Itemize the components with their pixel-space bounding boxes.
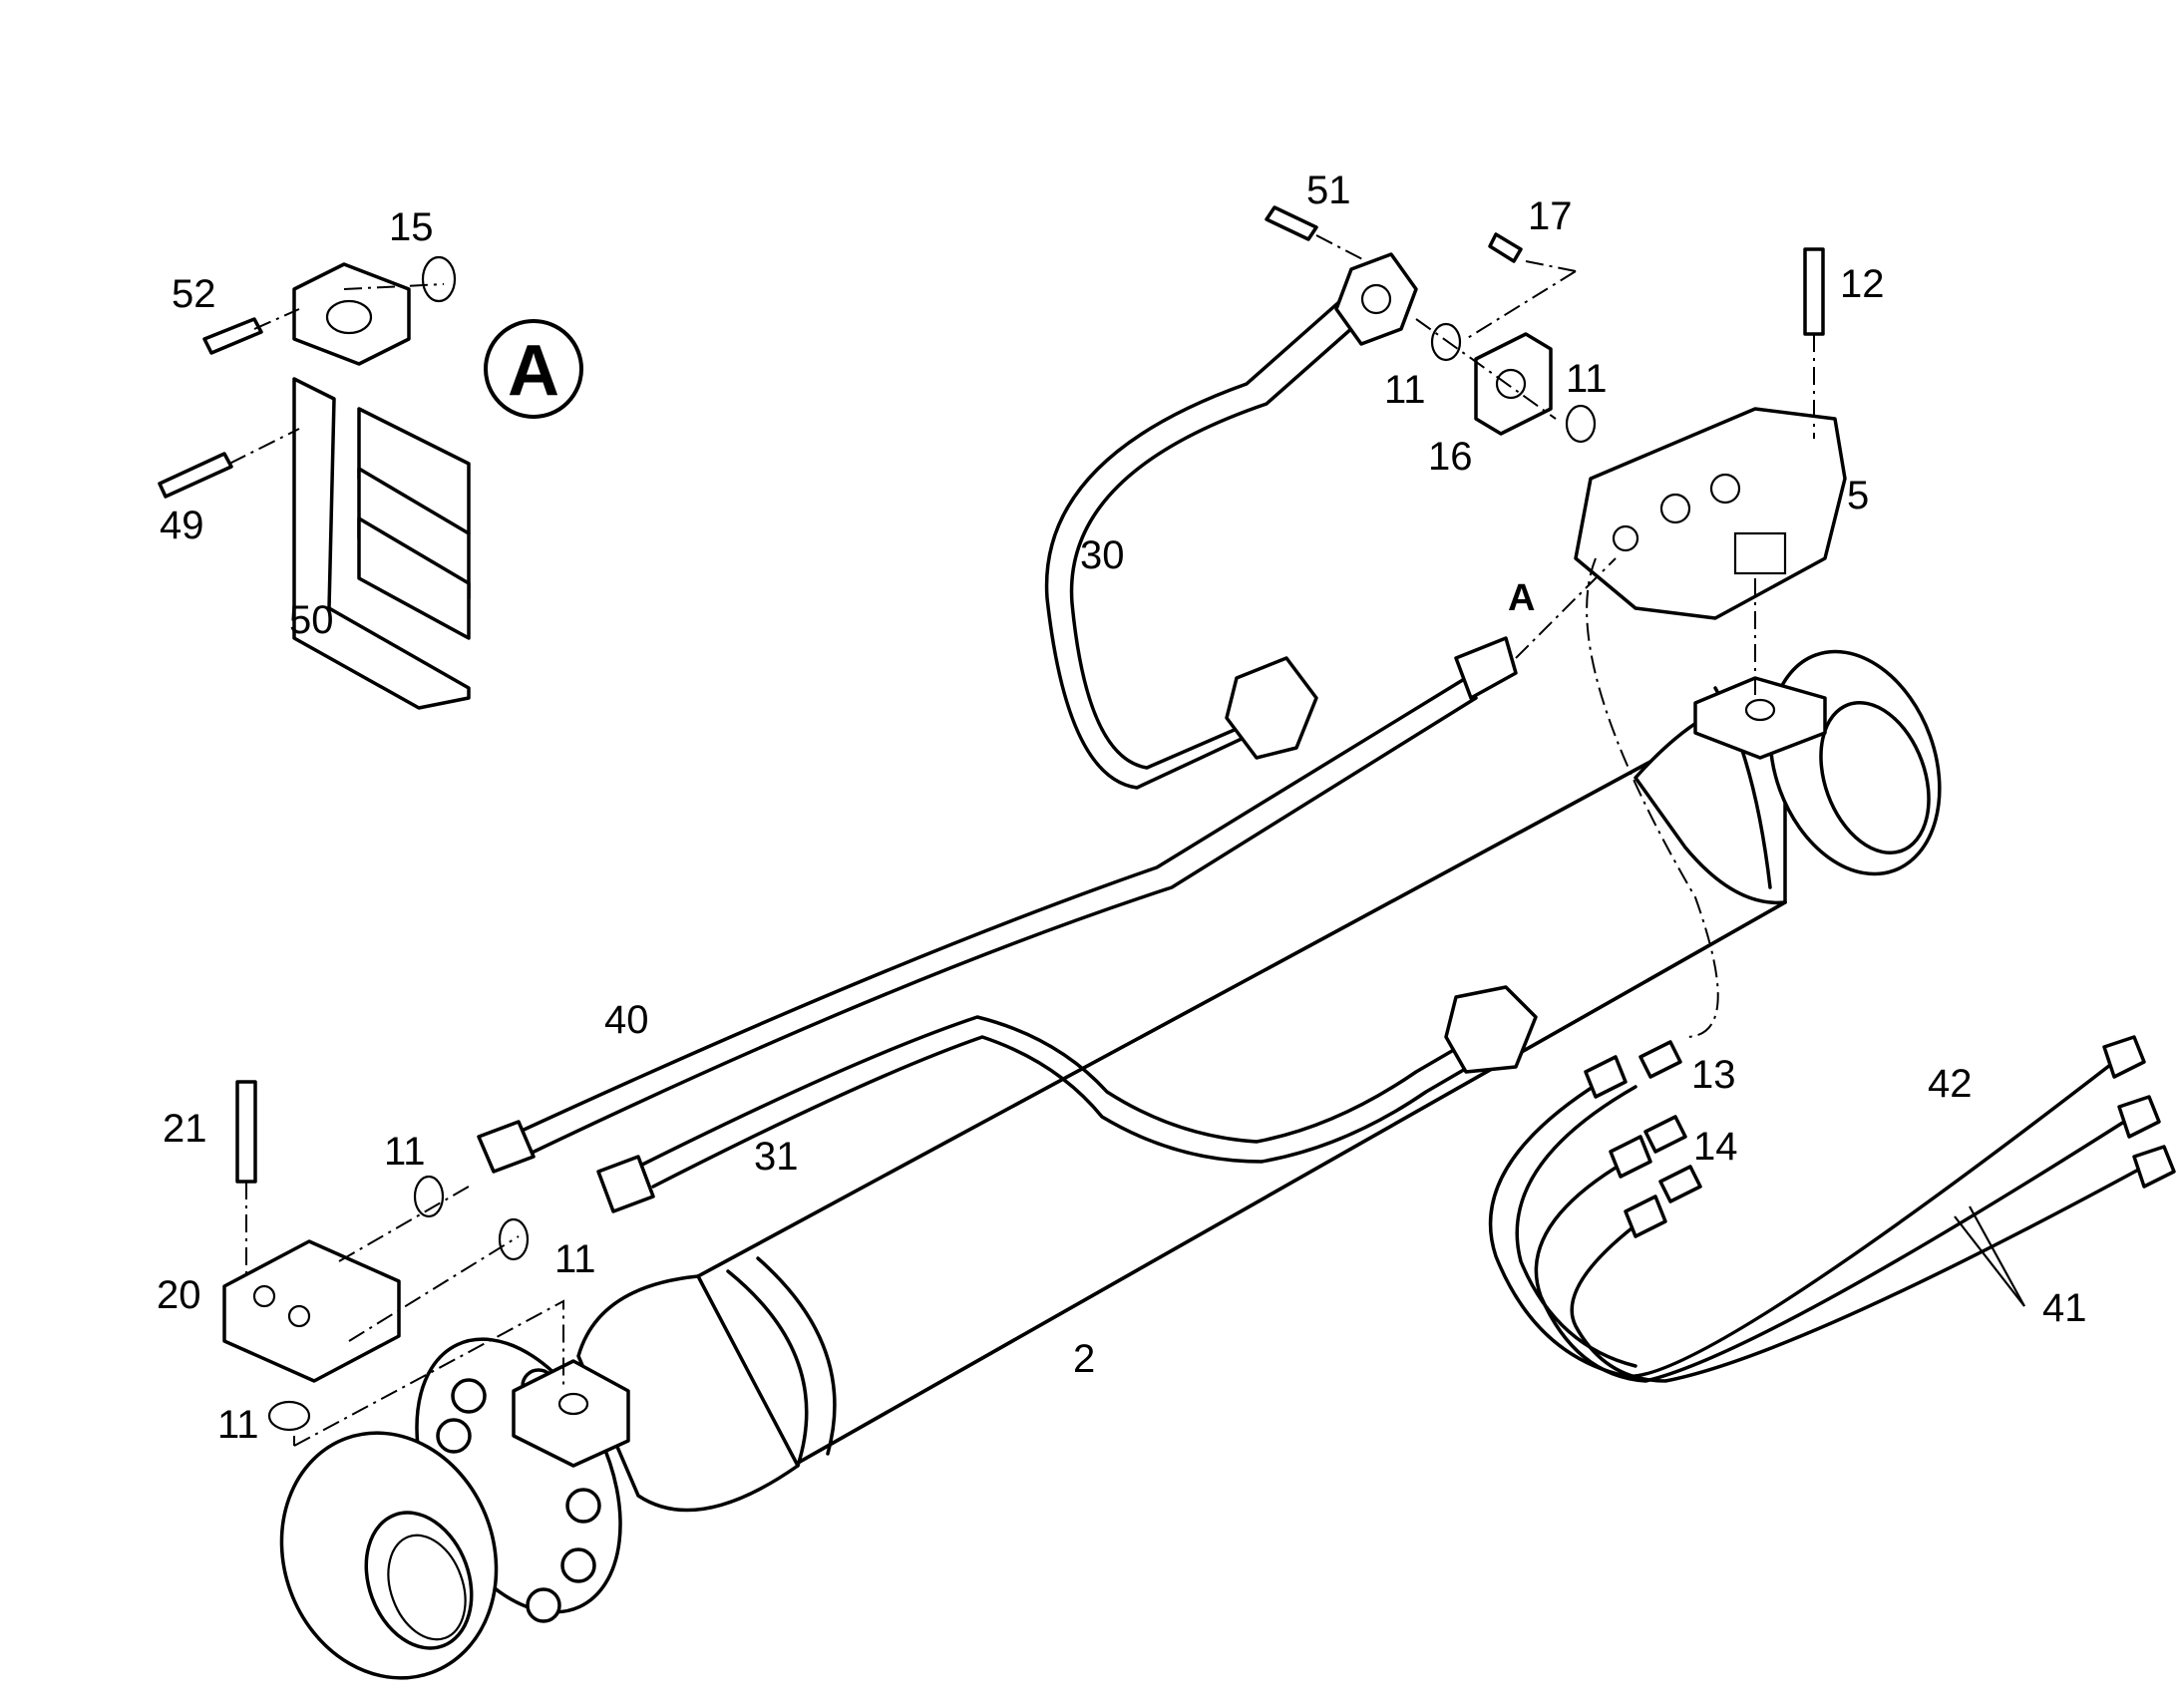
callout-14: 14: [1693, 1125, 1738, 1169]
bolt-21: [235, 1080, 257, 1184]
callout-52: 52: [172, 272, 216, 316]
detail-marker-label: A: [508, 331, 559, 411]
o-ring-11-top-left: [1430, 322, 1462, 362]
fitting-14-upper: [1643, 1115, 1687, 1154]
callout-50: 50: [289, 598, 334, 642]
callout-31: 31: [754, 1135, 799, 1179]
callout-15: 15: [389, 205, 434, 249]
connection-label-a: A: [1508, 577, 1535, 619]
o-ring-15: [421, 255, 457, 303]
fitting-13: [1638, 1040, 1682, 1079]
callout-11-e: 11: [217, 1403, 259, 1447]
callouts: 2 5 11 11 11 11 11 12 13 14 15 16 17 20 …: [157, 169, 2087, 1447]
flange-16: [1474, 332, 1553, 436]
tube-40: [507, 636, 1518, 1159]
callout-49: 49: [160, 504, 204, 547]
callout-11-a: 11: [1384, 368, 1426, 412]
assembly-lines: [228, 234, 1815, 1447]
callout-12: 12: [1840, 262, 1885, 306]
callout-42: 42: [1928, 1062, 1973, 1106]
bolt-49: [158, 452, 233, 499]
callout-40: 40: [604, 998, 649, 1042]
clamp-half-52: [292, 262, 411, 366]
valve-block: [1574, 407, 1847, 620]
callout-13: 13: [1691, 1053, 1736, 1097]
fitting-14-lower: [1658, 1165, 1702, 1203]
detail-marker-circle: [484, 319, 583, 419]
callout-30: 30: [1080, 533, 1125, 577]
hydraulic-cylinder: [279, 649, 1942, 1680]
callout-41: 41: [2042, 1286, 2087, 1330]
hoses-41-42: [1488, 1035, 2176, 1383]
callout-20: 20: [157, 1273, 201, 1317]
callout-11-d: 11: [554, 1237, 596, 1281]
flange-31-end: [596, 1155, 655, 1213]
tube-30: [1044, 267, 1398, 790]
callout-17: 17: [1528, 194, 1573, 238]
flange-51: [1334, 252, 1418, 346]
callout-11-c: 11: [384, 1130, 426, 1174]
callout-5: 5: [1847, 474, 1869, 517]
bolt-51: [1265, 205, 1318, 241]
callout-11-b: 11: [1566, 357, 1608, 401]
o-ring-11-bottom: [267, 1400, 311, 1432]
bolt-52: [202, 317, 263, 355]
callout-2: 2: [1073, 1337, 1095, 1381]
callout-51: 51: [1306, 169, 1351, 212]
clamp-20: [222, 1239, 401, 1383]
flange-40-end: [477, 1120, 536, 1174]
tube-31: [636, 985, 1538, 1189]
bolt-12: [1803, 247, 1825, 336]
callout-21: 21: [163, 1107, 207, 1151]
bolt-17: [1488, 232, 1523, 263]
o-ring-11-top-right: [1565, 404, 1597, 444]
o-ring-11-left-upper: [413, 1175, 445, 1218]
bracket-50: [292, 377, 471, 710]
callout-16: 16: [1428, 435, 1473, 479]
o-ring-11-left-lower: [498, 1217, 530, 1261]
